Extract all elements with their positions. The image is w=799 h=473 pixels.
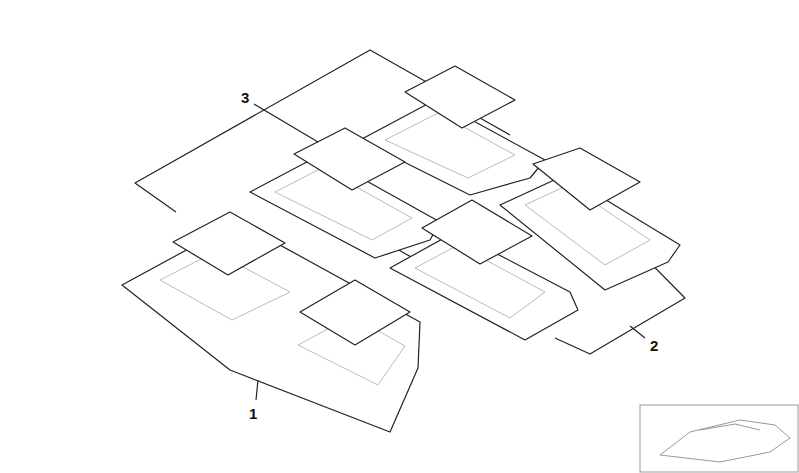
callout-number: 2 (650, 338, 658, 353)
callout-number: 1 (249, 406, 257, 421)
callout-number: 3 (241, 90, 249, 105)
